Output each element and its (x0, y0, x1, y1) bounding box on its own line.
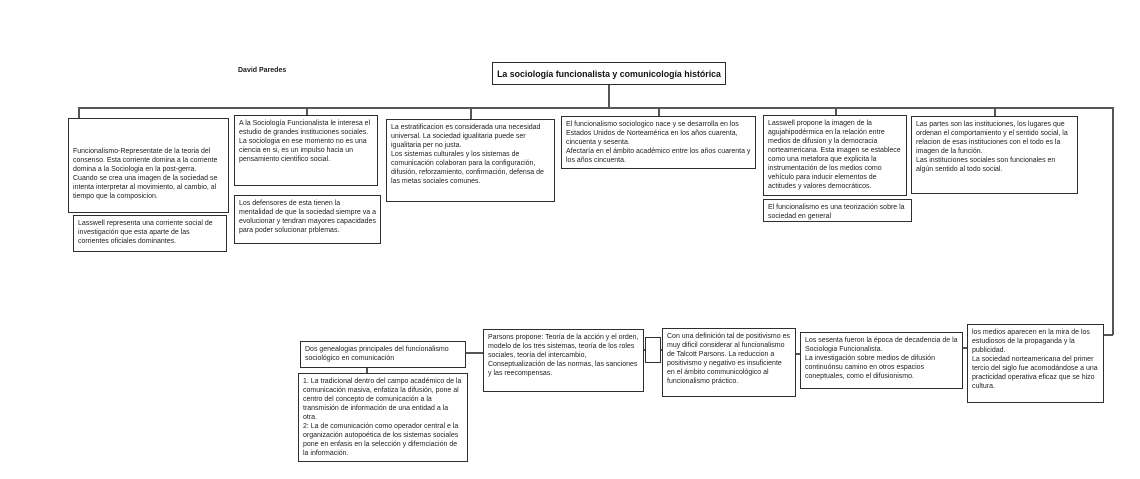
connector-drop-nace (658, 107, 660, 116)
node-aguja-hipodermica[interactable]: Lasswell propone la imagen de la agujahi… (763, 115, 907, 196)
connector-genealogias-tradicional (366, 367, 368, 374)
connector-drop-partes (994, 107, 996, 116)
connector-genealogias-parsons (466, 352, 483, 354)
connector-title-drop (608, 85, 610, 107)
node-funcionalismo-consenso[interactable]: Funcionalismo-Representate de la teoria … (68, 118, 229, 213)
author-label: David Paredes (238, 67, 287, 74)
node-genealogias-detalle[interactable]: 1. La tradicional dentro del campo acadé… (298, 373, 468, 462)
link-node-square[interactable] (645, 337, 661, 363)
connector-drop-funcionalismo (78, 107, 80, 118)
node-defensores-mentalidad[interactable]: Los defensores de esta tienen la mentali… (234, 195, 381, 244)
node-estratificacion[interactable]: La estratificacion es considerada una ne… (386, 119, 555, 202)
node-sesenta-decadencia[interactable]: Los sesenta fueron la época de decadenci… (800, 332, 963, 389)
connector-right-vertical (1112, 107, 1114, 335)
connector-definicion-sesenta (796, 353, 801, 355)
node-partes-instituciones[interactable]: Las partes son las instituciones, los lu… (911, 116, 1078, 194)
connector-drop-aguja (835, 107, 837, 115)
connector-drop-estratificacion (470, 107, 472, 119)
node-funcionalismo-nace[interactable]: El funcionalismo sociologico nace y se d… (561, 116, 756, 169)
node-teorizacion-sociedad[interactable]: El funcionalismo es una teorización sobr… (763, 199, 912, 222)
connector-sesenta-medios (963, 347, 968, 349)
node-definicion-positivismo[interactable]: Con una definición tal de positivismo es… (662, 328, 796, 397)
map-title-node[interactable]: La sociología funcionalista y comunicolo… (492, 62, 726, 85)
connector-right-to-medios (1104, 334, 1113, 336)
connector-drop-sociologia (306, 107, 308, 115)
connector-square-definicion (660, 349, 663, 351)
node-sociologia-funcionalista[interactable]: A la Sociología Funcionalista le interes… (234, 115, 378, 186)
node-dos-genealogias[interactable]: Dos genealogias principales del funciona… (300, 341, 466, 368)
node-lasswell-corriente[interactable]: Lasswell representa una corriente social… (73, 215, 227, 252)
node-medios-propaganda[interactable]: los medios aparecen en la mira de los es… (967, 324, 1104, 403)
connector-parsons-square (643, 349, 646, 351)
node-parsons-propone[interactable]: Parsons propone: Teoría de la acción y e… (483, 329, 644, 392)
connector-top-spine (78, 107, 1114, 109)
